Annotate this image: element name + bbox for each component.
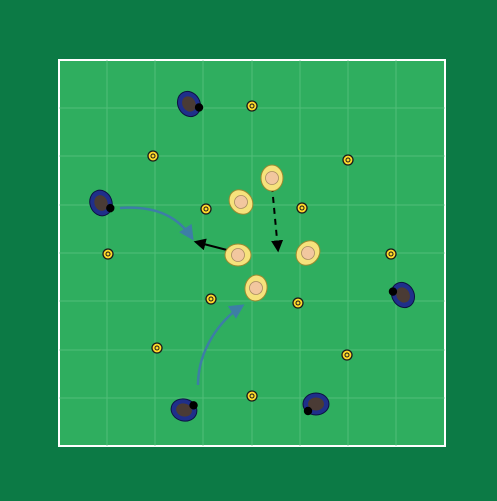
cone-marker — [343, 155, 353, 165]
cone-marker — [247, 391, 257, 401]
cone-marker — [247, 101, 257, 111]
cone-marker — [206, 294, 216, 304]
cone-marker — [293, 298, 303, 308]
cone-marker — [103, 249, 113, 259]
cone-marker — [201, 204, 211, 214]
yellow-player — [261, 165, 283, 191]
blue-player — [303, 393, 329, 415]
yellow-player — [225, 244, 251, 266]
cone-marker — [386, 249, 396, 259]
cone-marker — [152, 343, 162, 353]
cone-marker — [342, 350, 352, 360]
cone-marker — [148, 151, 158, 161]
cone-marker — [297, 203, 307, 213]
